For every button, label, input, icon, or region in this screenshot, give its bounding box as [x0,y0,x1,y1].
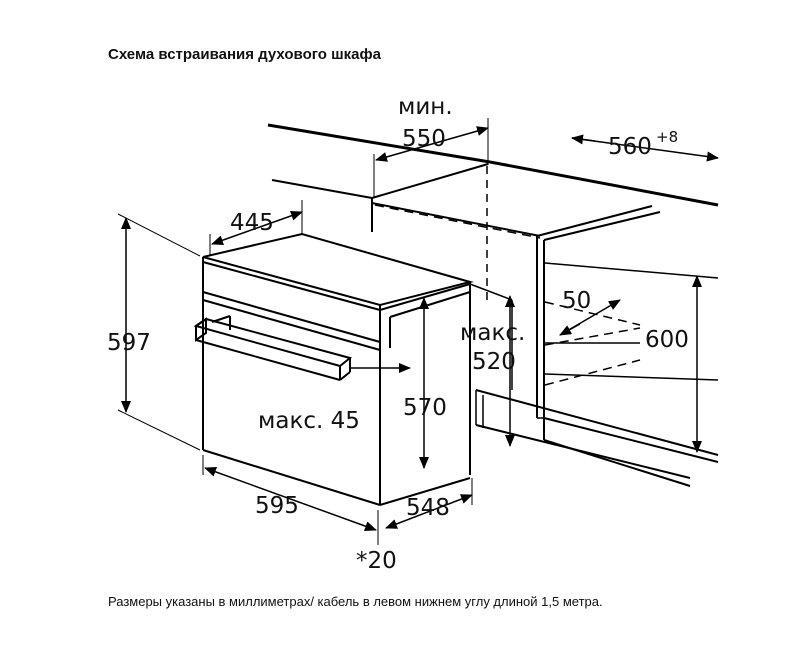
label-top-depth: 445 [230,210,274,236]
label-handle-max: макс. 45 [258,408,360,434]
label-clearance-top: 50 [562,288,591,314]
label-niche-width: 560 [608,134,652,160]
dimension-lines [117,118,719,545]
label-body-height: 570 [403,395,447,421]
label-width: 595 [255,493,299,519]
label-niche-depth: 550 [402,126,446,152]
label-panel-offset: *20 [356,548,397,574]
label-min: мин. [398,94,453,120]
cabinet-niche [267,123,719,487]
label-height: 597 [107,330,151,356]
footnote: Размеры указаны в миллиметрах/ кабель в … [108,594,603,609]
label-niche-width-tolerance: +8 [656,128,678,146]
oven [193,232,474,506]
page-title: Схема встраивания духового шкафа [108,46,381,63]
label-max-depth: 520 [472,349,516,375]
label-body-depth: 548 [406,495,450,521]
label-max: макс. [460,320,525,346]
label-niche-height: 600 [645,327,689,353]
